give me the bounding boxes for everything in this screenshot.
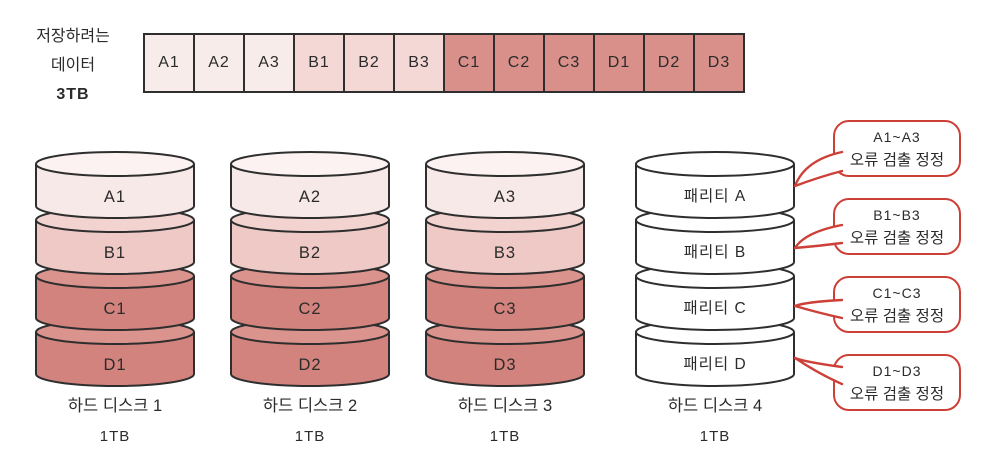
disk-segment-label: 패리티 C — [683, 299, 746, 317]
hard-disk-4-parity: 패리티 D 패리티 C 패리티 B 패리티 A — [635, 151, 795, 387]
callout-range: B1~B3 — [873, 207, 921, 223]
data-block: B1 — [293, 33, 345, 93]
data-block: B3 — [393, 33, 445, 93]
disk-2-name: 하드 디스크 2 — [262, 397, 358, 415]
disk-segment-label: A1 — [104, 188, 126, 206]
disk-segment-label: D1 — [103, 356, 126, 374]
disk-segment: B1 — [35, 207, 195, 275]
disk-segment-label: 패리티 A — [684, 187, 746, 205]
disk-2-capacity: 1TB — [294, 428, 326, 445]
callout-parity-c: C1~C3 오류 검출 정정 — [833, 276, 961, 333]
disk-segment-label: B2 — [299, 244, 321, 262]
source-data-line1: 저장하려는 — [36, 28, 110, 45]
hard-disk-3: D3 C3 B3 A3 — [425, 151, 585, 387]
hard-disk-1: D1 C1 B1 A1 — [35, 151, 195, 387]
disk-segment: A2 — [230, 151, 390, 219]
disk-1-capacity: 1TB — [99, 428, 131, 445]
hard-disk-2: D2 C2 B2 A2 — [230, 151, 390, 387]
disk-segment-label: B3 — [494, 244, 516, 262]
disk-segment-label: D2 — [298, 356, 321, 374]
disk-segment-label: B1 — [104, 244, 126, 262]
callout-range: D1~D3 — [872, 363, 922, 379]
source-data-line2: 데이터 — [50, 57, 96, 74]
callout-action: 오류 검출 정정 — [849, 386, 945, 403]
data-block: D2 — [643, 33, 695, 93]
disk-4-name: 하드 디스크 4 — [667, 397, 763, 415]
disk-segment-label: D3 — [493, 356, 516, 374]
disk-segment-label: A3 — [494, 188, 516, 206]
data-block: A1 — [143, 33, 195, 93]
data-block: B2 — [343, 33, 395, 93]
callout-action: 오류 검출 정정 — [849, 230, 945, 247]
callout-parity-d: D1~D3 오류 검출 정정 — [833, 354, 961, 411]
callout-range: C1~C3 — [872, 285, 922, 301]
data-block: C1 — [443, 33, 495, 93]
disk-segment-label: A2 — [299, 188, 321, 206]
disk-segment-label: 패리티 B — [684, 243, 746, 261]
callout-range: A1~A3 — [873, 129, 921, 145]
callout-action: 오류 검출 정정 — [849, 152, 945, 169]
disk-segment: 패리티 A — [635, 151, 795, 219]
disk-segment: A3 — [425, 151, 585, 219]
callout-parity-a: A1~A3 오류 검출 정정 — [833, 120, 961, 177]
disk-4-capacity: 1TB — [699, 428, 731, 445]
disk-3-name: 하드 디스크 3 — [457, 397, 553, 415]
data-block: A3 — [243, 33, 295, 93]
disk-segment-label: C1 — [103, 300, 126, 318]
data-block: C3 — [543, 33, 595, 93]
callout-parity-b: B1~B3 오류 검출 정정 — [833, 198, 961, 255]
disk-1-name: 하드 디스크 1 — [67, 397, 163, 415]
data-block: D3 — [693, 33, 745, 93]
disk-segment-label: C3 — [493, 300, 516, 318]
disk-3-capacity: 1TB — [489, 428, 521, 445]
data-block: D1 — [593, 33, 645, 93]
disk-segment: C2 — [230, 263, 390, 331]
data-block: C2 — [493, 33, 545, 93]
source-data-label: 저장하려는 데이터 3TB — [10, 22, 136, 109]
disk-segment-label: C2 — [298, 300, 321, 318]
data-block: A2 — [193, 33, 245, 93]
source-data-size: 3TB — [56, 86, 90, 103]
disk-segment: 패리티 C — [635, 263, 795, 331]
data-block-strip: A1 A2 A3 B1 B2 B3 C1 C2 C3 D1 D2 D3 — [143, 33, 745, 93]
disk-segment-label: 패리티 D — [683, 355, 746, 373]
disk-segment: A1 — [35, 151, 195, 219]
callout-action: 오류 검출 정정 — [849, 308, 945, 325]
disk-segment: 패리티 B — [635, 207, 795, 275]
